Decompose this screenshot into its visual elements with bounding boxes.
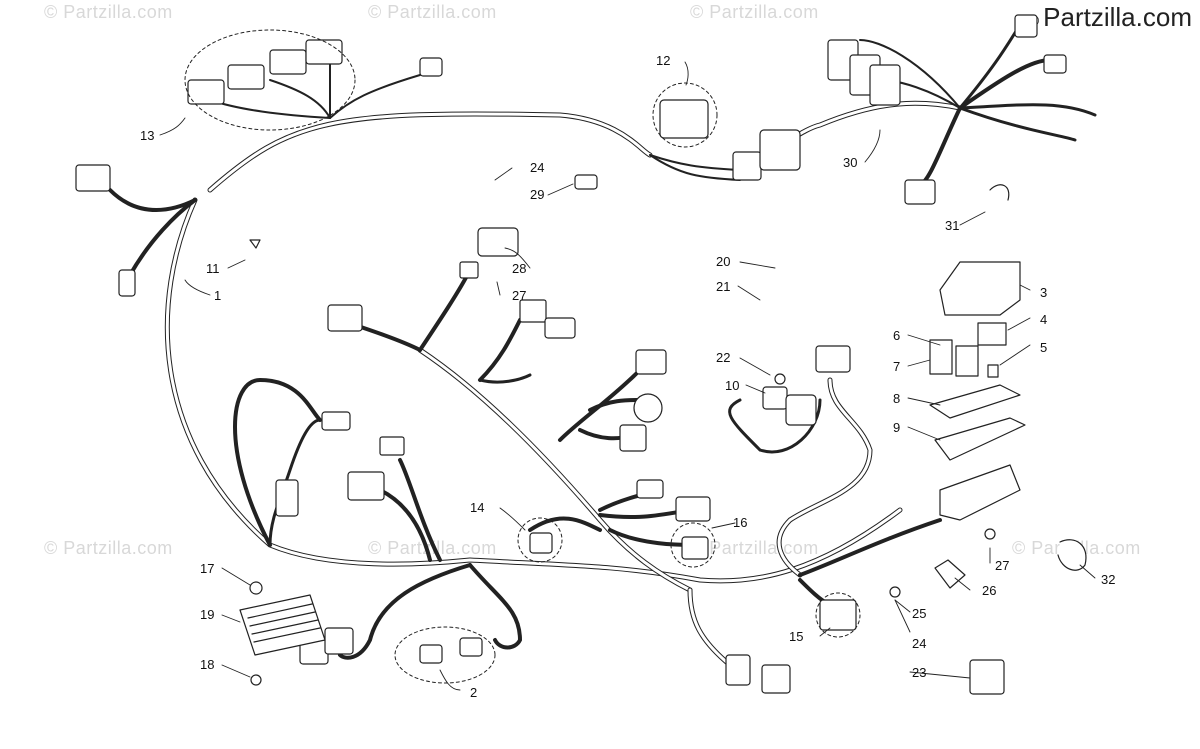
callout-20: 20 — [716, 254, 730, 269]
callout-4: 4 — [1040, 312, 1047, 327]
callout-8: 8 — [893, 391, 900, 406]
callout-27-top: 27 — [512, 288, 526, 303]
connectors — [75, 14, 1067, 695]
callout-1: 1 — [214, 288, 221, 303]
voltage-regulator[interactable] — [239, 594, 326, 656]
callout-15: 15 — [789, 629, 803, 644]
brand-name: Partzilla.com — [1043, 2, 1192, 32]
callout-2: 2 — [470, 685, 477, 700]
callout-23: 23 — [912, 665, 926, 680]
callout-24-top: 24 — [530, 160, 544, 175]
callout-13: 13 — [140, 128, 154, 143]
callout-28: 28 — [512, 261, 526, 276]
callout-10: 10 — [725, 378, 739, 393]
watermark: © Partzilla.com — [690, 2, 819, 22]
callout-18: 18 — [200, 657, 214, 672]
callout-26: 26 — [982, 583, 996, 598]
callout-19: 19 — [200, 607, 214, 622]
callout-32: 32 — [1101, 572, 1115, 587]
callout-29: 29 — [530, 187, 544, 202]
callout-30: 30 — [843, 155, 857, 170]
callout-31: 31 — [945, 218, 959, 233]
watermark: © Partzilla.com — [690, 538, 819, 558]
callout-22: 22 — [716, 350, 730, 365]
leader-lines — [159, 61, 1096, 691]
fuse-box-parts[interactable] — [929, 261, 1026, 521]
small-hardware — [249, 184, 1087, 686]
callout-25: 25 — [912, 606, 926, 621]
callout-27-bottom: 27 — [995, 558, 1009, 573]
callout-5: 5 — [1040, 340, 1047, 355]
callout-7: 7 — [893, 359, 900, 374]
callout-21: 21 — [716, 279, 730, 294]
callout-12: 12 — [656, 53, 670, 68]
callout-6: 6 — [893, 328, 900, 343]
callout-numbers: 1 2 3 4 5 6 7 8 9 10 11 12 13 14 15 16 1… — [140, 53, 1115, 700]
main-harness-1[interactable] — [108, 59, 942, 668]
callout-3: 3 — [1040, 285, 1047, 300]
watermark: © Partzilla.com — [368, 2, 497, 22]
callout-14: 14 — [470, 500, 484, 515]
watermark: © Partzilla.com — [368, 538, 497, 558]
watermark: © Partzilla.com — [44, 538, 173, 558]
watermark: © Partzilla.com — [44, 2, 173, 22]
callout-17: 17 — [200, 561, 214, 576]
detail-circles — [184, 29, 861, 684]
callout-11: 11 — [206, 261, 220, 276]
callout-9: 9 — [893, 420, 900, 435]
callout-16: 16 — [733, 515, 747, 530]
callout-24-bottom: 24 — [912, 636, 926, 651]
